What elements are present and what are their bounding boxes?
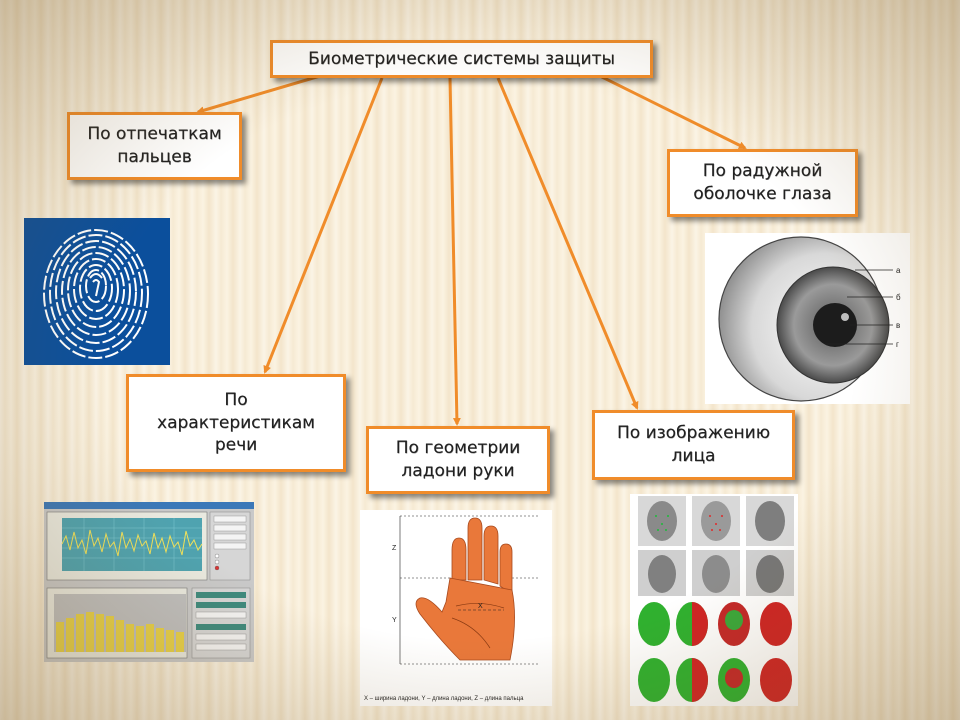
arrow-to-face [496, 77, 639, 410]
root-label: Биометрические системы защиты [308, 48, 615, 69]
voice-node: По характеристикам речи [126, 374, 346, 472]
iris-image: а б в г [705, 233, 910, 404]
palm-image: Z Y X X – ширина ладони, Y – длина ладон… [360, 510, 552, 706]
face-node: По изображению лица [592, 410, 795, 480]
face-3d-models-row-2 [638, 658, 792, 702]
fingerprint-label: По отпечаткам пальцев [87, 124, 222, 167]
palm-axis-x: X [478, 603, 483, 610]
voice-analysis-image [44, 502, 254, 662]
eye-label-a: а [896, 266, 901, 275]
arrow-to-fingerprint [196, 74, 321, 115]
arrow-to-palm [448, 77, 461, 426]
fingerprint-image [24, 218, 170, 365]
iris-label: По радужной оболочке глаза [693, 161, 832, 204]
palm-label: По геометрии ладони руки [395, 438, 521, 481]
iris-node: По радужной оболочке глаза [667, 149, 858, 217]
eye-label-g: г [896, 340, 899, 349]
fingerprint-node: По отпечаткам пальцев [67, 112, 242, 180]
face-photos-row-1 [638, 496, 794, 546]
palm-axis-y: Y [392, 617, 397, 624]
face-label: По изображению лица [616, 423, 771, 466]
face-images [630, 494, 798, 706]
palm-caption: X – ширина ладони, Y – длина ладони, Z –… [364, 696, 524, 702]
root-node: Биометрические системы защиты [270, 40, 653, 78]
palm-axis-z: Z [392, 545, 397, 552]
voice-label: По характеристикам речи [157, 389, 315, 456]
face-photos-row-2 [638, 550, 794, 596]
face-3d-models-row-1 [638, 602, 792, 646]
arrow-to-voice [263, 77, 384, 374]
eye-label-b: б [896, 293, 901, 302]
arrow-to-iris [599, 74, 747, 150]
eye-label-v: в [896, 321, 900, 330]
palm-node: По геометрии ладони руки [366, 426, 550, 494]
